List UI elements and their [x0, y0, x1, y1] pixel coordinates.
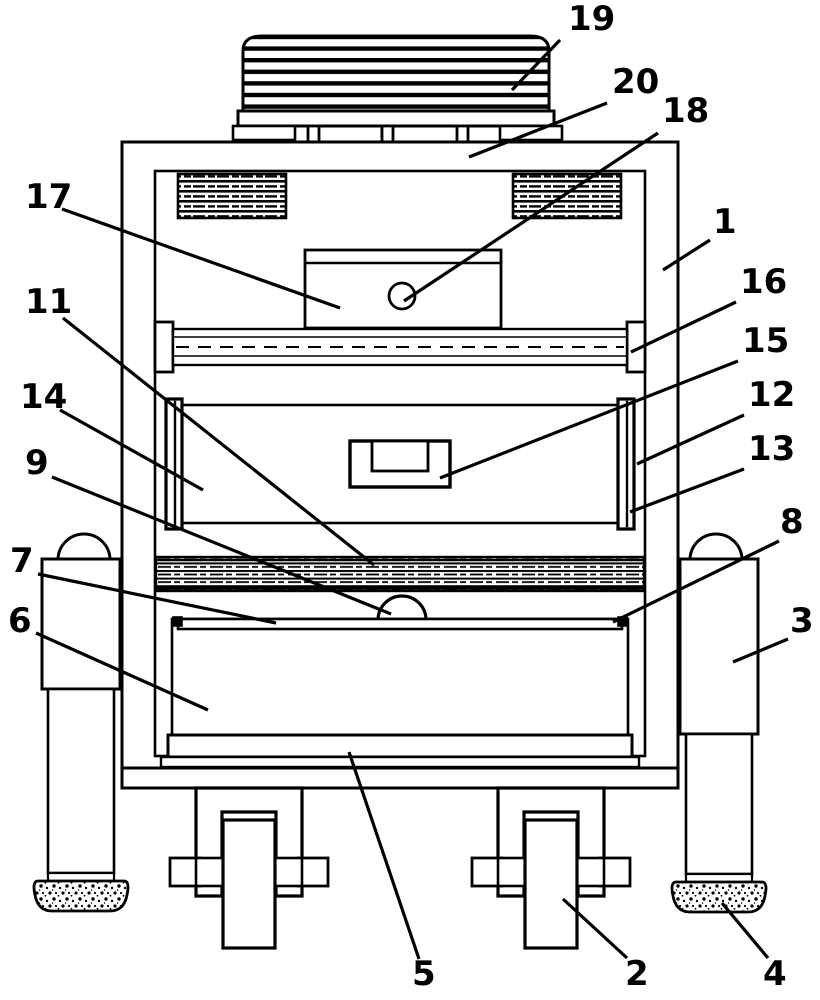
left-vertical-rail [164, 397, 184, 531]
leader-line-19 [510, 38, 562, 92]
reference-numeral-2: 2 [625, 954, 649, 994]
leader-line-17 [61, 207, 341, 310]
leader-line-1 [662, 238, 711, 272]
striped-drum-housing [236, 34, 556, 128]
leader-line-14 [59, 408, 204, 492]
reference-numeral-17: 17 [25, 177, 72, 217]
textured-foot-pad-right [670, 880, 768, 914]
leader-line-13 [629, 467, 745, 514]
reference-numeral-6: 6 [8, 601, 32, 641]
reference-numeral-1: 1 [713, 202, 737, 242]
reference-numeral-11: 11 [25, 282, 72, 322]
leader-line-3 [732, 637, 789, 664]
caster-wheel-left [168, 786, 330, 950]
collection-tray [159, 616, 641, 769]
caster-wheel-right [470, 786, 632, 950]
reference-numeral-19: 19 [568, 0, 615, 39]
leader-line-9 [51, 475, 392, 616]
reference-numeral-13: 13 [748, 429, 795, 469]
leader-line-18 [403, 131, 659, 303]
leader-line-16 [630, 300, 737, 354]
right-support-leg [670, 532, 768, 914]
left-support-leg [32, 532, 130, 913]
reference-numeral-4: 4 [763, 954, 787, 994]
leader-line-5 [347, 751, 421, 960]
textured-foot-pad-left [32, 879, 130, 913]
reference-numeral-12: 12 [748, 375, 795, 415]
reference-numeral-8: 8 [780, 502, 804, 542]
press-plate [303, 248, 503, 330]
leader-line-7 [37, 572, 277, 625]
leader-line-6 [35, 631, 209, 712]
reference-numeral-3: 3 [790, 601, 814, 641]
press-plate-pivot-hole [387, 281, 417, 311]
leader-line-8 [612, 539, 780, 624]
center-handle [348, 439, 452, 489]
caster-wheel-left-tread [221, 818, 277, 950]
leader-line-11 [62, 316, 375, 567]
reference-numeral-5: 5 [412, 954, 436, 994]
caster-wheel-right-tread [523, 818, 579, 950]
leader-line-15 [439, 359, 739, 480]
leader-lines [35, 38, 789, 960]
reference-numeral-15: 15 [742, 321, 789, 361]
right-vertical-rail [616, 397, 636, 531]
bottom-base-rail [120, 766, 680, 790]
reference-numeral-7: 7 [10, 541, 34, 581]
leader-line-20 [468, 101, 608, 159]
mesh-screen-band [154, 555, 646, 593]
hatched-guide-blocks [176, 172, 623, 220]
reference-numeral-20: 20 [612, 62, 659, 102]
reference-numeral-18: 18 [662, 91, 709, 131]
leader-line-4 [720, 901, 770, 960]
upper-beam [153, 320, 647, 374]
tray-corner-bracket-left [172, 616, 183, 627]
reference-numeral-9: 9 [25, 443, 49, 483]
leader-line-2 [561, 897, 629, 960]
reference-numeral-16: 16 [740, 262, 787, 302]
reference-numeral-14: 14 [20, 377, 67, 417]
leader-line-12 [636, 413, 745, 466]
